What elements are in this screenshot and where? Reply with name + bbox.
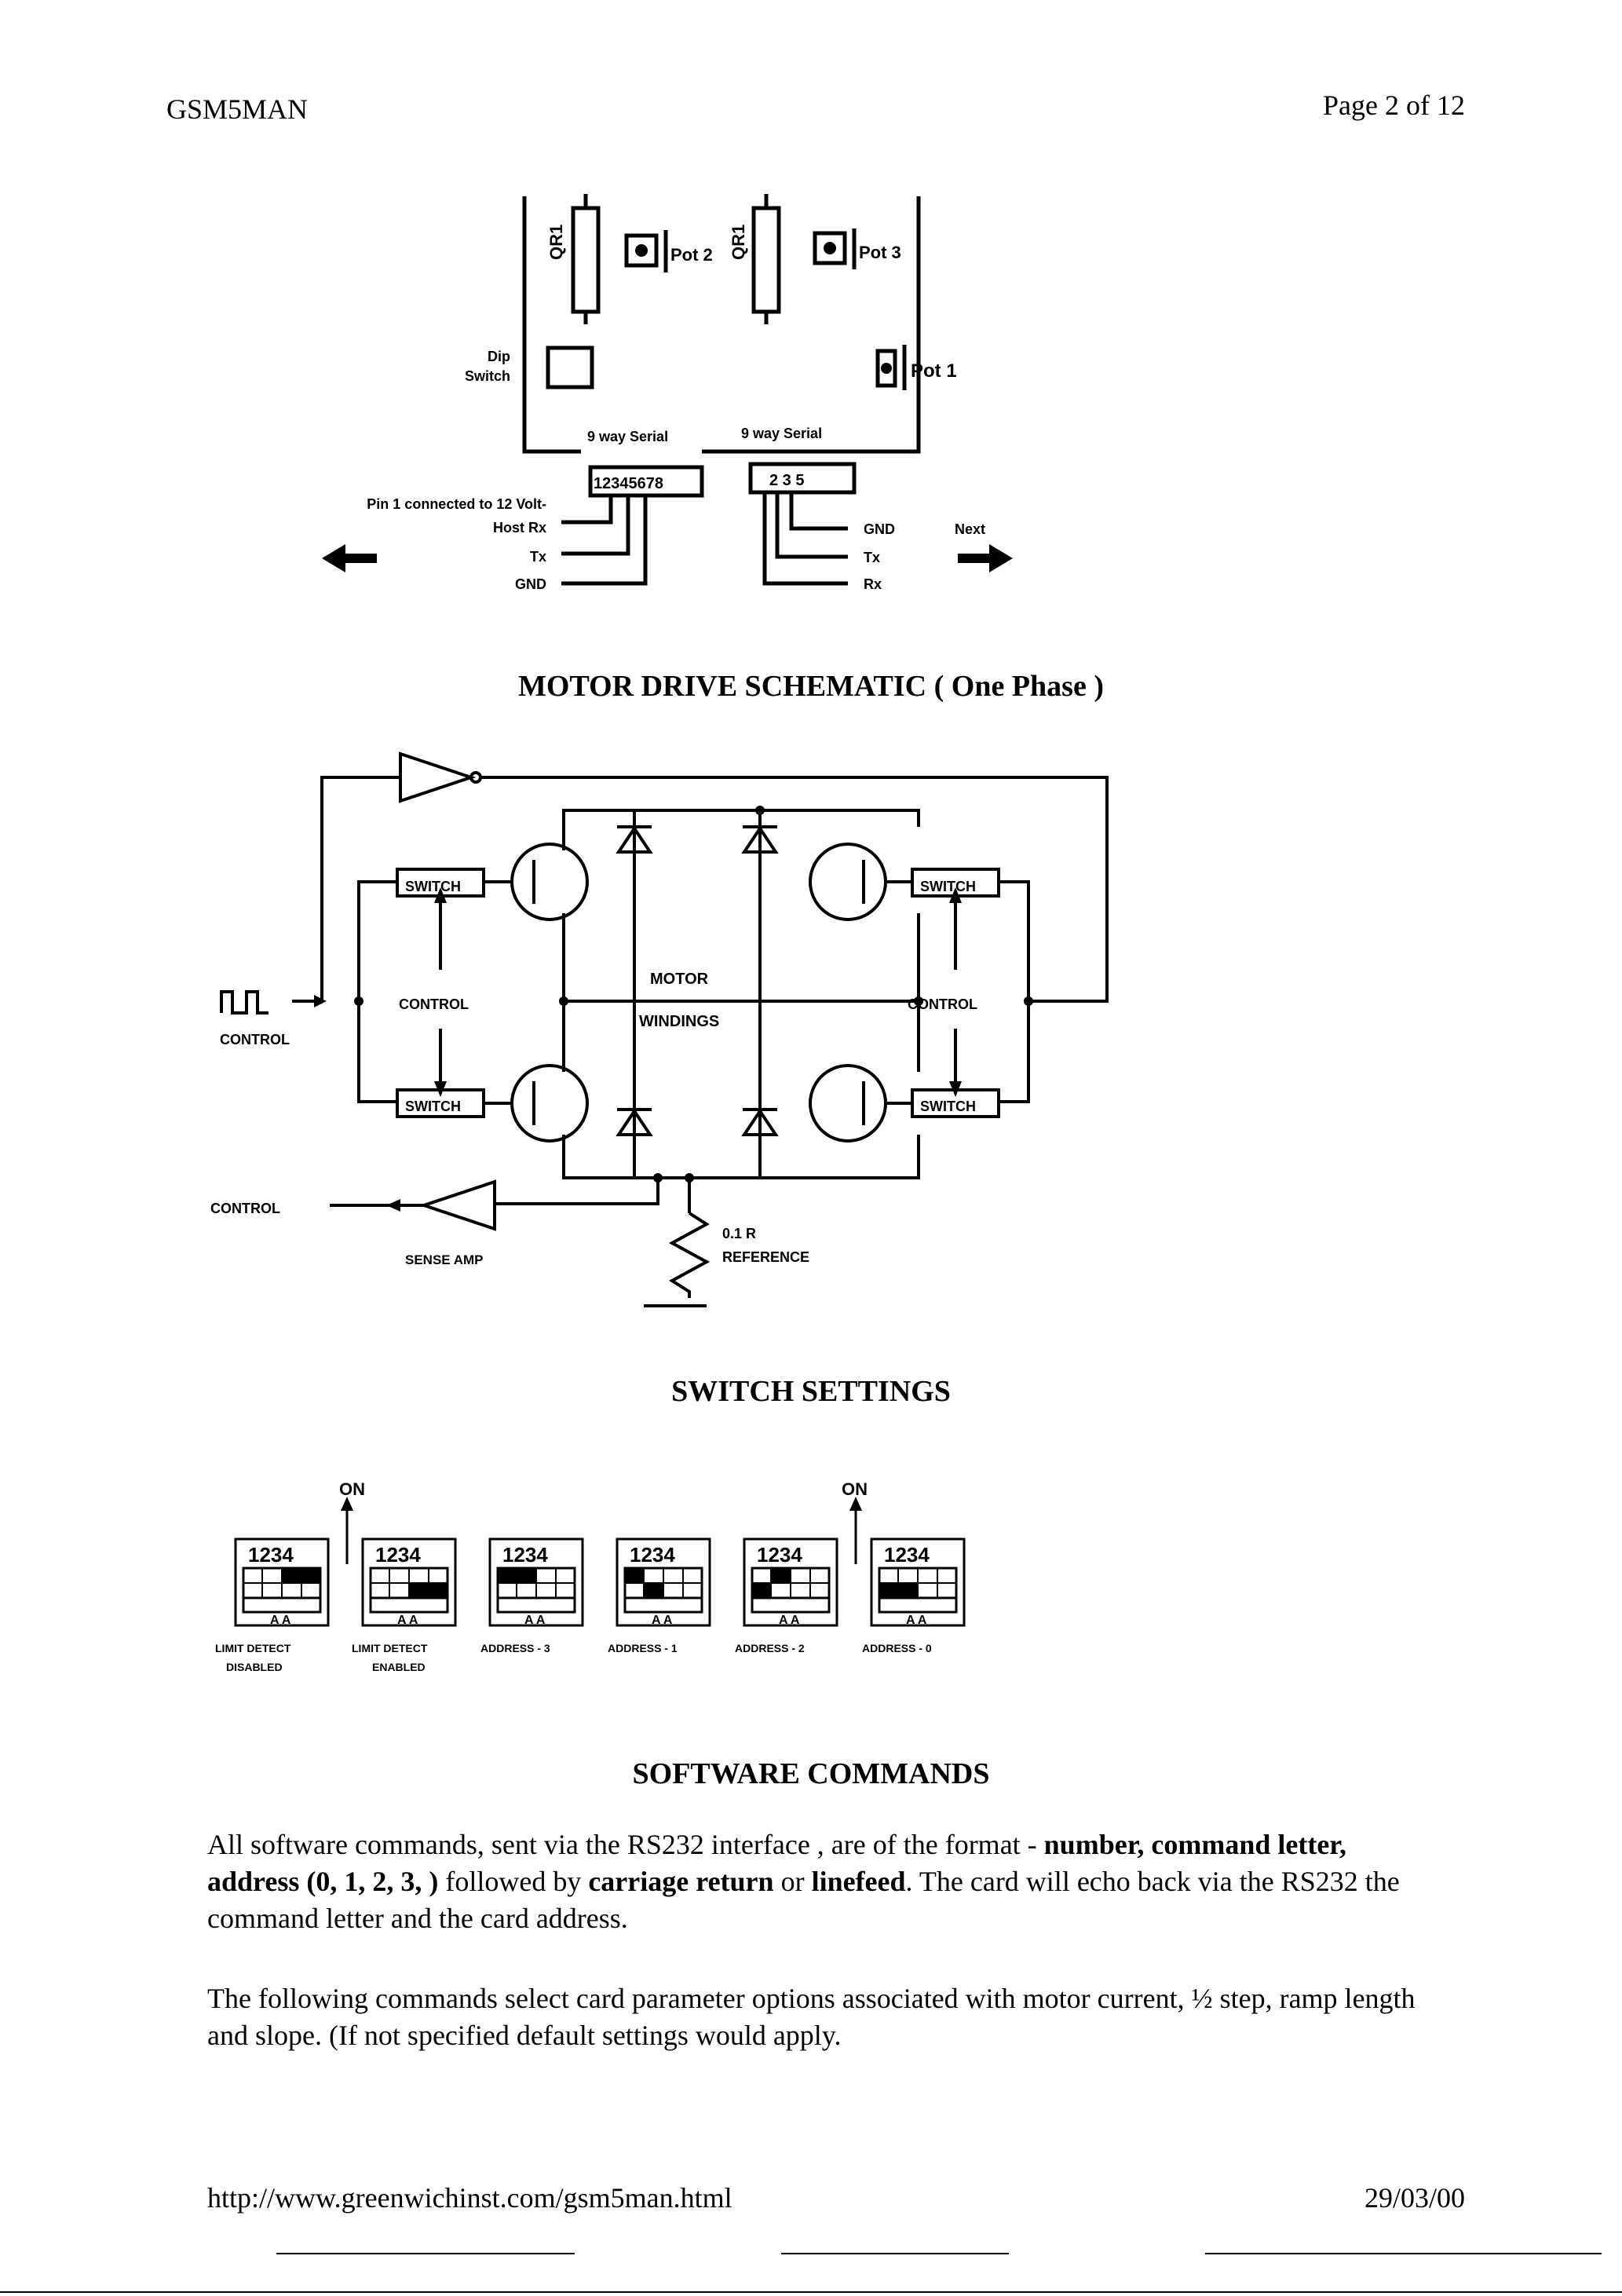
control-input-label: CONTROL bbox=[220, 1032, 290, 1047]
dip-digits-4: 1234 bbox=[630, 1543, 675, 1567]
software-commands-heading: SOFTWARE COMMANDS bbox=[632, 1757, 990, 1790]
qr1-label-2: QR1 bbox=[729, 225, 748, 260]
switch-settings-heading: SWITCH SETTINGS bbox=[671, 1375, 951, 1408]
reference-label: REFERENCE bbox=[722, 1249, 809, 1265]
document-title: GSM5MAN bbox=[166, 93, 309, 125]
footer-date: 29/03/00 bbox=[1364, 2182, 1466, 2214]
rx-right-label: Rx bbox=[864, 576, 882, 592]
caption-4: ADDRESS - 1 bbox=[608, 1642, 678, 1654]
motor-drive-schematic: SWITCH SWITCH SWITCH SWITCH CONTROL CONT… bbox=[210, 751, 1109, 1307]
sense-amp-label: SENSE AMP bbox=[405, 1252, 484, 1267]
pins-right: 2 3 5 bbox=[769, 472, 804, 489]
parameters-paragraph: The following commands select card param… bbox=[207, 1983, 1416, 2051]
page-number: Page 2 of 12 bbox=[1323, 90, 1465, 121]
control-label-right: CONTROL bbox=[908, 996, 977, 1012]
footer-url: http://www.greenwichinst.com/gsm5man.htm… bbox=[207, 2182, 732, 2214]
caption-1-line-2: DISABLED bbox=[226, 1661, 283, 1673]
linefeed-bold: linefeed bbox=[811, 1866, 906, 1897]
footer-rule-2 bbox=[781, 2253, 1009, 2254]
footer-rule-3 bbox=[1205, 2253, 1602, 2254]
caption-1-line-1: LIMIT DETECT bbox=[215, 1642, 291, 1654]
dip-digits-5: 1234 bbox=[757, 1543, 802, 1567]
control-output-label: CONTROL bbox=[210, 1201, 280, 1216]
switch-label-top-left: SWITCH bbox=[405, 879, 461, 894]
pin1-note: Pin 1 connected to 12 Volt- bbox=[367, 496, 546, 512]
switch-label-bottom-right: SWITCH bbox=[920, 1099, 976, 1114]
dip-switch-label-1: Dip bbox=[488, 349, 510, 364]
dip-switch-label-2: Switch bbox=[465, 368, 510, 384]
next-label: Next bbox=[955, 521, 985, 537]
control-label-left: CONTROL bbox=[399, 996, 469, 1012]
format-bold: number, command letter, address (0, 1, 2… bbox=[207, 1829, 1346, 1897]
intro-paragraph: All software commands, sent via the RS23… bbox=[207, 1829, 1400, 1934]
windings-label: WINDINGS bbox=[639, 1013, 719, 1030]
board-layout-diagram: QR1 QR1 Pot 2 Pot 3 Pot 1 Dip Switch 9 w… bbox=[322, 194, 1013, 592]
dip-digits-1: 1234 bbox=[248, 1543, 294, 1567]
caption-2-line-1: LIMIT DETECT bbox=[352, 1642, 428, 1654]
resistor-label: 0.1 R bbox=[722, 1226, 756, 1241]
tx-left-label: Tx bbox=[530, 549, 546, 565]
motor-label: MOTOR bbox=[650, 971, 709, 988]
caption-6: ADDRESS - 0 bbox=[862, 1642, 932, 1654]
host-rx-label: Host Rx bbox=[493, 520, 546, 536]
dip-aa-1: A A bbox=[270, 1614, 291, 1627]
serial-right-label: 9 way Serial bbox=[741, 426, 822, 441]
tx-right-label: Tx bbox=[864, 550, 880, 565]
carriage-return-bold: carriage return bbox=[588, 1866, 774, 1897]
dip-digits-2: 1234 bbox=[375, 1543, 421, 1567]
motor-drive-heading: MOTOR DRIVE SCHEMATIC ( One Phase ) bbox=[518, 670, 1104, 703]
gnd-left-label: GND bbox=[515, 576, 546, 592]
dip-digits-3: 1234 bbox=[502, 1543, 548, 1567]
dip-aa-2: A A bbox=[397, 1614, 418, 1627]
qr1-label: QR1 bbox=[546, 225, 566, 260]
footer-rule-1 bbox=[276, 2253, 575, 2254]
caption-2-line-2: ENABLED bbox=[372, 1661, 426, 1673]
dip-digits-6: 1234 bbox=[884, 1543, 930, 1567]
page-bottom-rule bbox=[0, 2291, 1622, 2293]
on-label-left: ON bbox=[339, 1479, 365, 1499]
pot1-label: Pot 1 bbox=[911, 360, 957, 382]
dip-aa-6: A A bbox=[906, 1614, 927, 1627]
serial-left-label: 9 way Serial bbox=[587, 429, 668, 444]
switch-settings-diagram: ON ON 1234 1234 1234 1234 1234 1234 A A … bbox=[215, 1479, 966, 1673]
caption-5: ADDRESS - 2 bbox=[735, 1642, 805, 1654]
pins-left: 12345678 bbox=[594, 475, 663, 492]
on-label-right: ON bbox=[842, 1479, 868, 1499]
gnd-right-label: GND bbox=[864, 521, 895, 537]
dip-aa-4: A A bbox=[652, 1614, 673, 1627]
caption-3: ADDRESS - 3 bbox=[480, 1642, 550, 1654]
pot2-label: Pot 2 bbox=[670, 245, 713, 265]
dip-aa-5: A A bbox=[779, 1614, 800, 1627]
dip-aa-3: A A bbox=[524, 1614, 546, 1627]
pot3-label: Pot 3 bbox=[859, 243, 901, 262]
switch-label-top-right: SWITCH bbox=[920, 879, 976, 894]
switch-label-bottom-left: SWITCH bbox=[405, 1099, 461, 1114]
